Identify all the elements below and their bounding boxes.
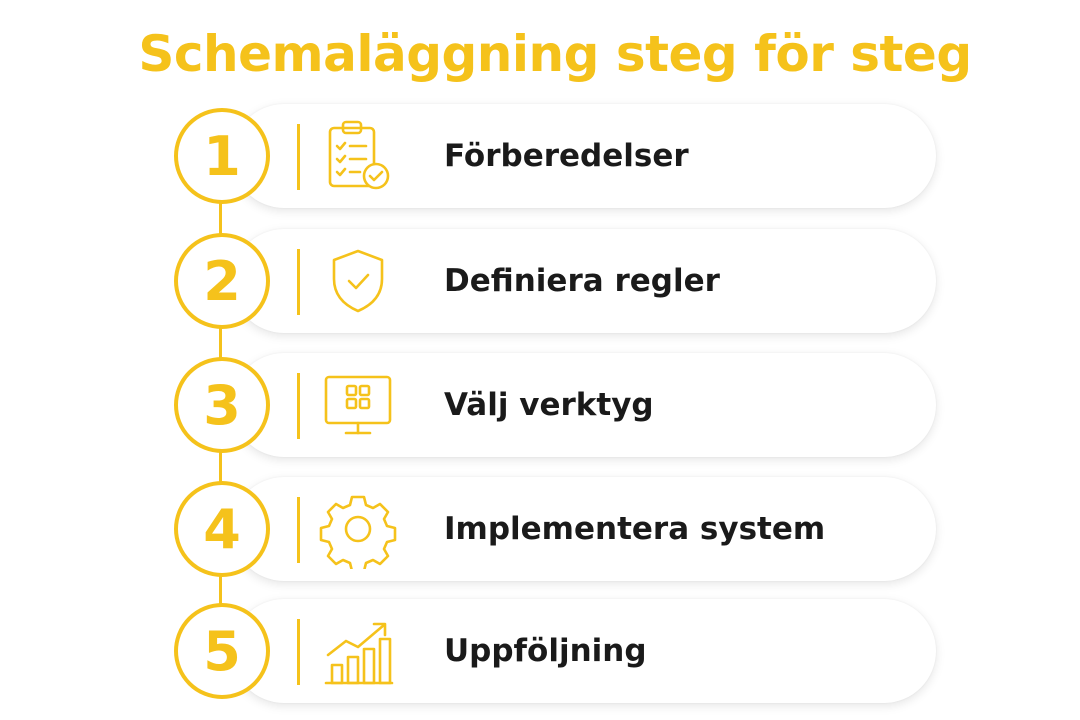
step-divider [297,249,300,315]
clipboard-checklist-icon [316,112,400,200]
step-divider [297,373,300,439]
step-divider [297,619,300,685]
growth-chart-icon [316,607,400,695]
step-1: 1 Förberedelser [0,104,1080,208]
page-title: Schemaläggning steg för steg [138,25,972,83]
step-divider [297,124,300,190]
step-2: 2 Definiera regler [0,229,1080,333]
step-card [232,353,936,457]
step-label: Uppföljning [444,633,647,669]
step-label: Förberedelser [444,138,689,174]
step-number: 1 [174,108,270,204]
step-label: Välj verktyg [444,387,654,423]
step-number: 5 [174,603,270,699]
step-3: 3 Välj verktyg [0,353,1080,457]
monitor-apps-icon [316,361,400,449]
step-5: 5 Uppföljning [0,599,1080,703]
step-number: 3 [174,357,270,453]
step-label: Implementera system [444,511,826,547]
step-label: Definiera regler [444,263,720,299]
step-card [232,599,936,703]
step-4: 4 Implementera system [0,477,1080,581]
step-number: 4 [174,481,270,577]
step-divider [297,497,300,563]
step-number: 2 [174,233,270,329]
shield-check-icon [316,237,400,325]
gear-icon [316,485,400,573]
